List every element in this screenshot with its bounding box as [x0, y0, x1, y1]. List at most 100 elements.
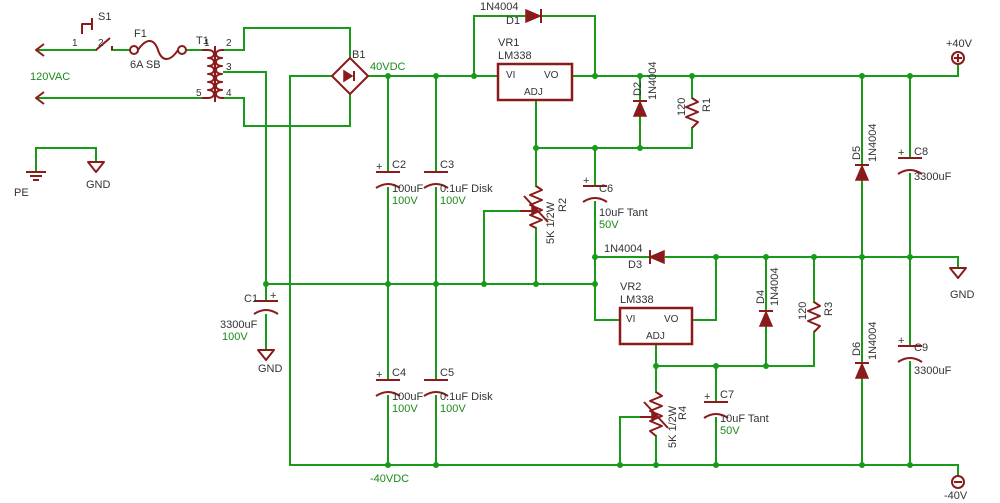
gnd-symbol-icon	[87, 161, 105, 173]
capacitor-c9-ref: C9	[914, 342, 928, 354]
transformer-pin4: 4	[226, 88, 232, 99]
negative-terminal-icon	[951, 475, 965, 489]
capacitor-c4-ref: C4	[392, 367, 406, 379]
diode-d6-ref: D6	[851, 342, 863, 356]
junction-dot	[617, 462, 623, 468]
capacitor-c7-value: 10uF Tant	[720, 413, 769, 425]
capacitor-c5-voltage: 100V	[440, 403, 466, 415]
regulator-vr2-part: LM338	[620, 294, 654, 306]
switch-s1-ref: S1	[98, 11, 111, 23]
junction-dot	[592, 254, 598, 260]
diode-d4-ref: D4	[755, 290, 767, 304]
switch-s1-icon	[95, 37, 113, 51]
polarity-plus: +	[583, 175, 589, 187]
junction-dot	[763, 363, 769, 369]
capacitor-c3-voltage: 100V	[440, 195, 466, 207]
output-terminals: +40V GND -40V	[944, 38, 975, 502]
regulator-vr2-ref: VR2	[620, 281, 641, 293]
diode-d6-part: 1N4004	[867, 321, 879, 360]
junction-dot	[637, 73, 643, 79]
plus-glyph	[954, 54, 962, 62]
transformer-secondary-coil-icon	[215, 49, 224, 99]
junction-dot	[533, 145, 539, 151]
capacitor-c6-ref: C6	[599, 183, 613, 195]
capacitor-c4: + C4 100uF 100V	[375, 367, 423, 415]
diode-d5-ref: D5	[851, 146, 863, 160]
junction-dot	[811, 254, 817, 260]
gnd-symbol-icon	[257, 349, 275, 361]
capacitor-c6-voltage: 50V	[599, 219, 619, 231]
capacitor-c3-value: 0.1uF Disk	[440, 183, 493, 195]
diode-d6: D6 1N4004	[851, 321, 879, 379]
capacitor-curved-plate	[375, 183, 401, 189]
diode-d5: D5 1N4004	[851, 123, 879, 181]
capacitor-c2-voltage: 100V	[392, 195, 418, 207]
fuse-f1-ref: F1	[134, 28, 147, 40]
ac-line-arrow-icon	[35, 43, 45, 57]
diode-d5-icon	[854, 164, 870, 181]
junction-dot	[859, 254, 865, 260]
transformer-pin5: 5	[196, 88, 202, 99]
capacitor-c2-ref: C2	[392, 159, 406, 171]
capacitor-c6: + C6 10uF Tant 50V	[582, 175, 648, 231]
capacitor-c3-ref: C3	[440, 159, 454, 171]
diode-d2-ref: D2	[632, 82, 644, 96]
junction-dot	[385, 73, 391, 79]
junction-dot	[653, 462, 659, 468]
diode-d2-part: 1N4004	[647, 61, 659, 100]
gnd-symbol-icon	[949, 267, 967, 279]
junction-dot	[859, 73, 865, 79]
capacitor-c8-ref: C8	[914, 146, 928, 158]
resistor-r1: 120 R1	[676, 97, 713, 129]
bridge-diode-glyph	[343, 69, 354, 83]
capacitor-c4-value: 100uF	[392, 391, 423, 403]
junction-dot	[689, 73, 695, 79]
junction-dot	[859, 462, 865, 468]
capacitor-c9: + C9 3300uF	[897, 335, 952, 377]
pot-adjust-arrow	[643, 401, 669, 429]
junction-dot	[433, 73, 439, 79]
regulator-vr2: VI VO ADJ VR2 LM338	[618, 281, 694, 346]
polarity-plus: +	[376, 369, 382, 381]
regulator-vr2-vo: VO	[664, 314, 679, 325]
output-negative-label: -40V	[944, 490, 968, 502]
bridge-rectifier-icon	[331, 57, 369, 95]
switch-s1: 1 2 S1	[72, 11, 113, 51]
net-label-minus-40vdc: -40VDC	[370, 473, 409, 485]
capacitor-c6-value: 10uF Tant	[599, 207, 648, 219]
junction-dots	[263, 73, 913, 468]
capacitor-curved-plate	[582, 197, 608, 203]
capacitor-c2-value: 100uF	[392, 183, 423, 195]
transformer-t1-ref: T1	[196, 35, 209, 47]
regulator-vr2-body	[618, 306, 694, 346]
diode-d6-icon	[854, 362, 870, 379]
resistor-r3-value: 120	[797, 302, 809, 320]
junction-dot	[533, 281, 539, 287]
potentiometer-r2-value: 5K 1/2W	[545, 201, 557, 244]
potentiometer-r4-ref: R4	[677, 406, 689, 420]
resistor-r1-ref: R1	[701, 98, 713, 112]
regulator-vr1-ref: VR1	[498, 37, 519, 49]
fuse-terminal	[177, 45, 187, 55]
regulator-vr2-adj: ADJ	[646, 331, 665, 342]
switch-s1-pin2: 2	[98, 38, 104, 49]
diode-d3-part: 1N4004	[604, 243, 643, 255]
capacitor-c2: + C2 100uF 100V	[375, 159, 423, 207]
transformer-pin3: 3	[226, 62, 232, 73]
junction-dot	[653, 363, 659, 369]
junction-dot	[481, 281, 487, 287]
capacitor-curved-plate	[897, 357, 923, 363]
junction-dot	[763, 254, 769, 260]
diode-d3-icon	[648, 249, 665, 265]
junction-dot	[433, 462, 439, 468]
polarity-plus: +	[898, 335, 904, 347]
capacitor-c5: C5 0.1uF Disk 100V	[423, 367, 493, 415]
regulator-vr2-vi: VI	[626, 314, 635, 325]
earth-ground-icon	[26, 171, 46, 181]
diode-d2: D2 1N4004	[632, 61, 659, 117]
capacitor-c1-ref: C1	[244, 293, 258, 305]
regulator-vr1-adj: ADJ	[524, 87, 543, 98]
bridge-b1-ref: B1	[352, 49, 365, 61]
junction-dot	[592, 281, 598, 287]
